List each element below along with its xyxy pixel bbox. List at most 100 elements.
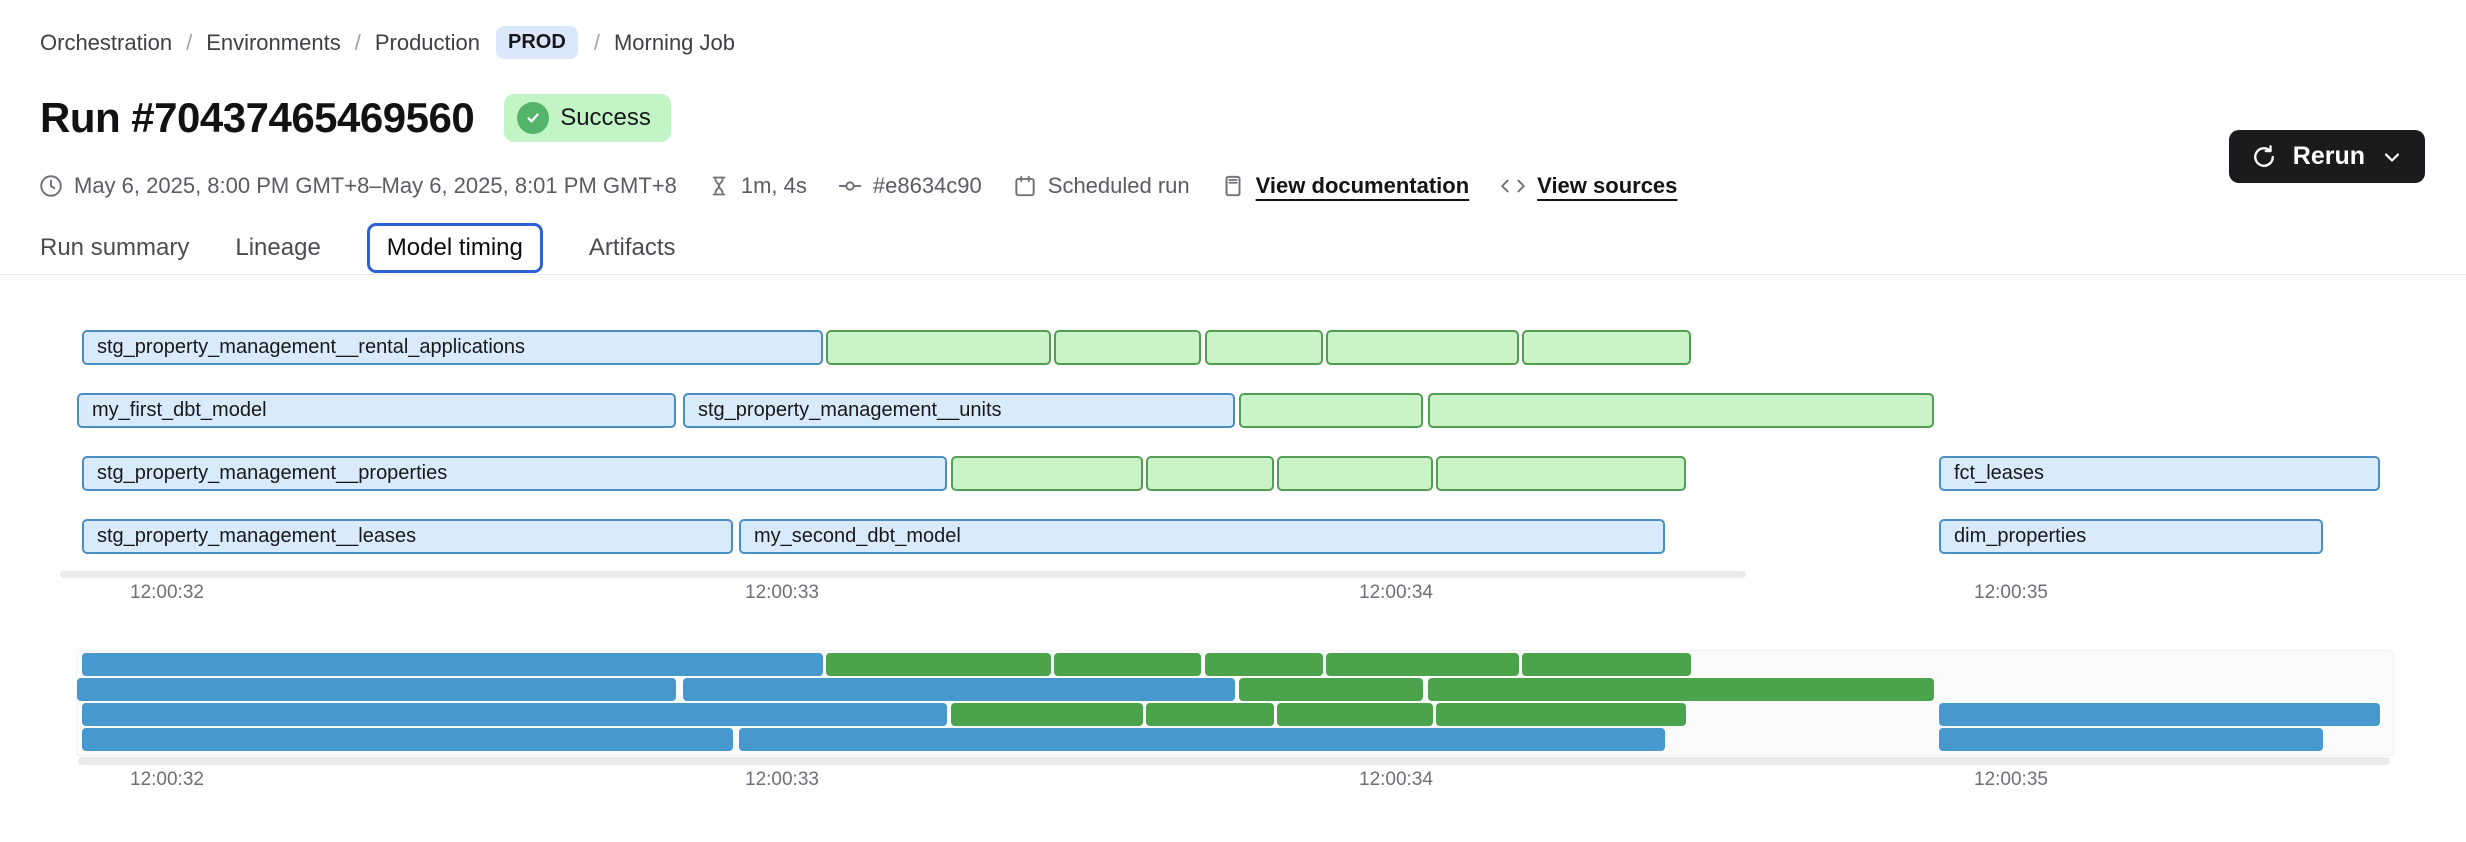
minimap-bar xyxy=(1054,653,1201,676)
gantt-bar[interactable] xyxy=(1326,330,1519,365)
axis-tick-label: 12:00:34 xyxy=(1359,582,1433,603)
gantt-bar[interactable] xyxy=(1436,456,1686,491)
git-commit-icon xyxy=(837,173,863,199)
run-duration-label: 1m, 4s xyxy=(740,173,807,198)
minimap-bar xyxy=(82,703,947,726)
axis-tick-label: 12:00:34 xyxy=(1359,769,1433,790)
gantt-bar-label: my_second_dbt_model xyxy=(754,525,961,547)
gantt-bar[interactable] xyxy=(1522,330,1691,365)
breadcrumb-environments[interactable]: Environments xyxy=(206,29,341,55)
run-metadata: May 6, 2025, 8:00 PM GMT+8–May 6, 2025, … xyxy=(38,168,1677,204)
gantt-bar[interactable] xyxy=(1205,330,1323,365)
view-sources-link[interactable]: View sources xyxy=(1537,173,1678,198)
hourglass-icon xyxy=(707,174,731,198)
tab-run-summary[interactable]: Run summary xyxy=(40,234,190,261)
gantt-bar[interactable] xyxy=(1428,393,1934,428)
breadcrumb-separator: / xyxy=(186,29,193,55)
minimap-bar xyxy=(1205,653,1323,676)
minimap-bar xyxy=(77,678,676,701)
minimap-bar xyxy=(1436,703,1686,726)
gantt-bar-label: stg_property_management__rental_applicat… xyxy=(97,336,526,358)
view-documentation[interactable]: View documentation xyxy=(1220,173,1470,199)
breadcrumb-orchestration[interactable]: Orchestration xyxy=(40,29,173,55)
tab-lineage[interactable]: Lineage xyxy=(235,234,321,261)
breadcrumb-separator: / xyxy=(593,29,600,55)
gantt-bar[interactable]: stg_property_management__units xyxy=(683,393,1235,428)
gantt-bar[interactable] xyxy=(1239,393,1423,428)
minimap-bar xyxy=(1326,653,1519,676)
minimap-bar xyxy=(1939,703,2380,726)
gantt-bar[interactable]: my_first_dbt_model xyxy=(77,393,676,428)
gantt-bar-label: fct_leases xyxy=(1954,462,2045,484)
gantt-bar[interactable]: stg_property_management__properties xyxy=(82,456,947,491)
gantt-bar-label: stg_property_management__leases xyxy=(97,525,417,547)
title-row: Run #70437465469560 Success xyxy=(40,94,671,142)
gantt-bar[interactable] xyxy=(1277,456,1433,491)
breadcrumb-production[interactable]: Production xyxy=(374,29,481,55)
gantt-bar-label: dim_properties xyxy=(1954,525,2087,547)
run-commit: #e8634c90 xyxy=(837,173,982,199)
minimap-bar xyxy=(1277,703,1433,726)
gantt-bar[interactable] xyxy=(1054,330,1201,365)
refresh-icon xyxy=(2250,143,2278,171)
run-time-range: May 6, 2025, 8:00 PM GMT+8–May 6, 2025, … xyxy=(38,173,677,199)
chevron-down-icon[interactable] xyxy=(2380,145,2404,169)
tabs-divider xyxy=(0,274,2466,275)
minimap-bar xyxy=(82,653,823,676)
axis-tick-label: 12:00:33 xyxy=(745,582,819,603)
calendar-icon xyxy=(1012,173,1038,199)
minimap-bar xyxy=(1428,678,1934,701)
minimap-brush-track[interactable] xyxy=(78,757,2390,765)
axis-tick-label: 12:00:32 xyxy=(130,769,204,790)
minimap-bar xyxy=(1239,678,1423,701)
breadcrumb: Orchestration / Environments / Productio… xyxy=(40,26,735,59)
check-icon xyxy=(517,102,550,134)
minimap-bar xyxy=(1146,703,1274,726)
gantt-bar[interactable] xyxy=(826,330,1051,365)
breadcrumb-morning-job[interactable]: Morning Job xyxy=(613,29,736,55)
gantt-bar[interactable]: stg_property_management__rental_applicat… xyxy=(82,330,823,365)
minimap-bar xyxy=(683,678,1235,701)
minimap-bar xyxy=(1939,728,2323,751)
gantt-bar[interactable]: fct_leases xyxy=(1939,456,2380,491)
gantt-bar[interactable] xyxy=(1146,456,1274,491)
view-documentation-link[interactable]: View documentation xyxy=(1255,173,1470,198)
run-duration: 1m, 4s xyxy=(707,173,807,199)
gantt-bar[interactable]: my_second_dbt_model xyxy=(739,519,1665,554)
axis-tick-label: 12:00:33 xyxy=(745,769,819,790)
status-badge-label: Success xyxy=(560,104,651,131)
minimap-bar xyxy=(951,703,1143,726)
tab-artifacts[interactable]: Artifacts xyxy=(588,234,676,261)
minimap-bar xyxy=(1522,653,1691,676)
view-sources[interactable]: View sources xyxy=(1499,173,1677,199)
rerun-button-label: Rerun xyxy=(2292,142,2365,170)
status-badge: Success xyxy=(504,94,671,142)
run-commit-label: #e8634c90 xyxy=(872,173,982,198)
gantt-bar-label: stg_property_management__properties xyxy=(97,462,448,484)
gantt-scrollbar-thumb[interactable] xyxy=(60,571,1746,578)
minimap-bar xyxy=(739,728,1665,751)
minimap-bar xyxy=(82,728,733,751)
minimap-bar xyxy=(826,653,1051,676)
run-tabs: Run summary Lineage Model timing Artifac… xyxy=(40,223,676,273)
code-icon xyxy=(1499,173,1527,199)
environment-badge: PROD xyxy=(496,26,578,59)
axis-tick-label: 12:00:35 xyxy=(1974,582,2048,603)
page-title: Run #70437465469560 xyxy=(40,94,475,141)
rerun-button[interactable]: Rerun xyxy=(2228,130,2425,183)
gantt-bar-label: my_first_dbt_model xyxy=(92,399,267,421)
clock-icon xyxy=(38,173,64,199)
gantt-bar[interactable]: stg_property_management__leases xyxy=(82,519,733,554)
axis-tick-label: 12:00:32 xyxy=(130,582,204,603)
run-trigger-label: Scheduled run xyxy=(1047,173,1190,198)
gantt-bar-label: stg_property_management__units xyxy=(698,399,1002,421)
run-time-range-label: May 6, 2025, 8:00 PM GMT+8–May 6, 2025, … xyxy=(74,173,677,198)
gantt-bar[interactable] xyxy=(951,456,1143,491)
axis-tick-label: 12:00:35 xyxy=(1974,769,2048,790)
tab-model-timing[interactable]: Model timing xyxy=(366,223,543,273)
breadcrumb-separator: / xyxy=(354,29,361,55)
run-trigger: Scheduled run xyxy=(1012,173,1190,199)
gantt-bar[interactable]: dim_properties xyxy=(1939,519,2323,554)
